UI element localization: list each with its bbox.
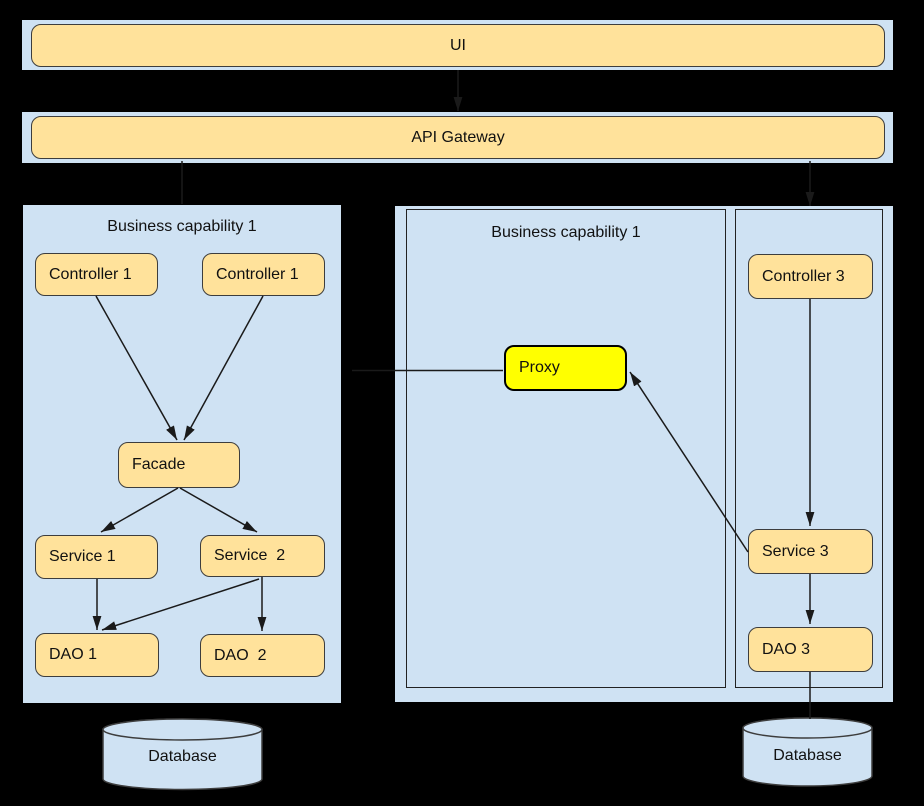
facade-label: Facade (132, 456, 186, 473)
left-database-label: Database (148, 748, 217, 765)
service2-box: Service 2 (200, 535, 325, 577)
dao3-label: DAO 3 (762, 640, 811, 658)
dao3-box: DAO 3 (748, 627, 873, 672)
service3-label: Service 3 (762, 542, 829, 560)
dao1-label: DAO 1 (49, 646, 98, 663)
right-capability-inner-panel (406, 209, 726, 688)
api-gateway-bar: API Gateway (31, 116, 885, 159)
proxy-label: Proxy (519, 359, 560, 376)
controller3-box: Controller 3 (748, 254, 873, 299)
right-database-label: Database (773, 747, 842, 764)
service1-label: Service 1 (49, 548, 116, 565)
service1-box: Service 1 (35, 535, 158, 579)
dao1-box: DAO 1 (35, 633, 159, 677)
controller1-right-label: Controller 1 (216, 265, 299, 283)
ui-bar: UI (31, 24, 885, 67)
facade-box: Facade (118, 442, 240, 488)
ui-bar-label: UI (450, 36, 466, 54)
controller3-label: Controller 3 (762, 267, 845, 285)
proxy-box: Proxy (504, 345, 627, 391)
left-capability-title: Business capability 1 (107, 218, 257, 235)
controller1-left-label: Controller 1 (49, 265, 132, 283)
dao2-label: DAO 2 (214, 646, 267, 664)
right-capability-title: Business capability 1 (491, 224, 641, 241)
api-gateway-bar-label: API Gateway (411, 128, 505, 146)
service2-label: Service 2 (214, 547, 286, 564)
service3-box: Service 3 (748, 529, 873, 574)
controller1-right-box: Controller 1 (202, 253, 325, 296)
controller1-left-box: Controller 1 (35, 253, 158, 296)
dao2-box: DAO 2 (200, 634, 325, 677)
